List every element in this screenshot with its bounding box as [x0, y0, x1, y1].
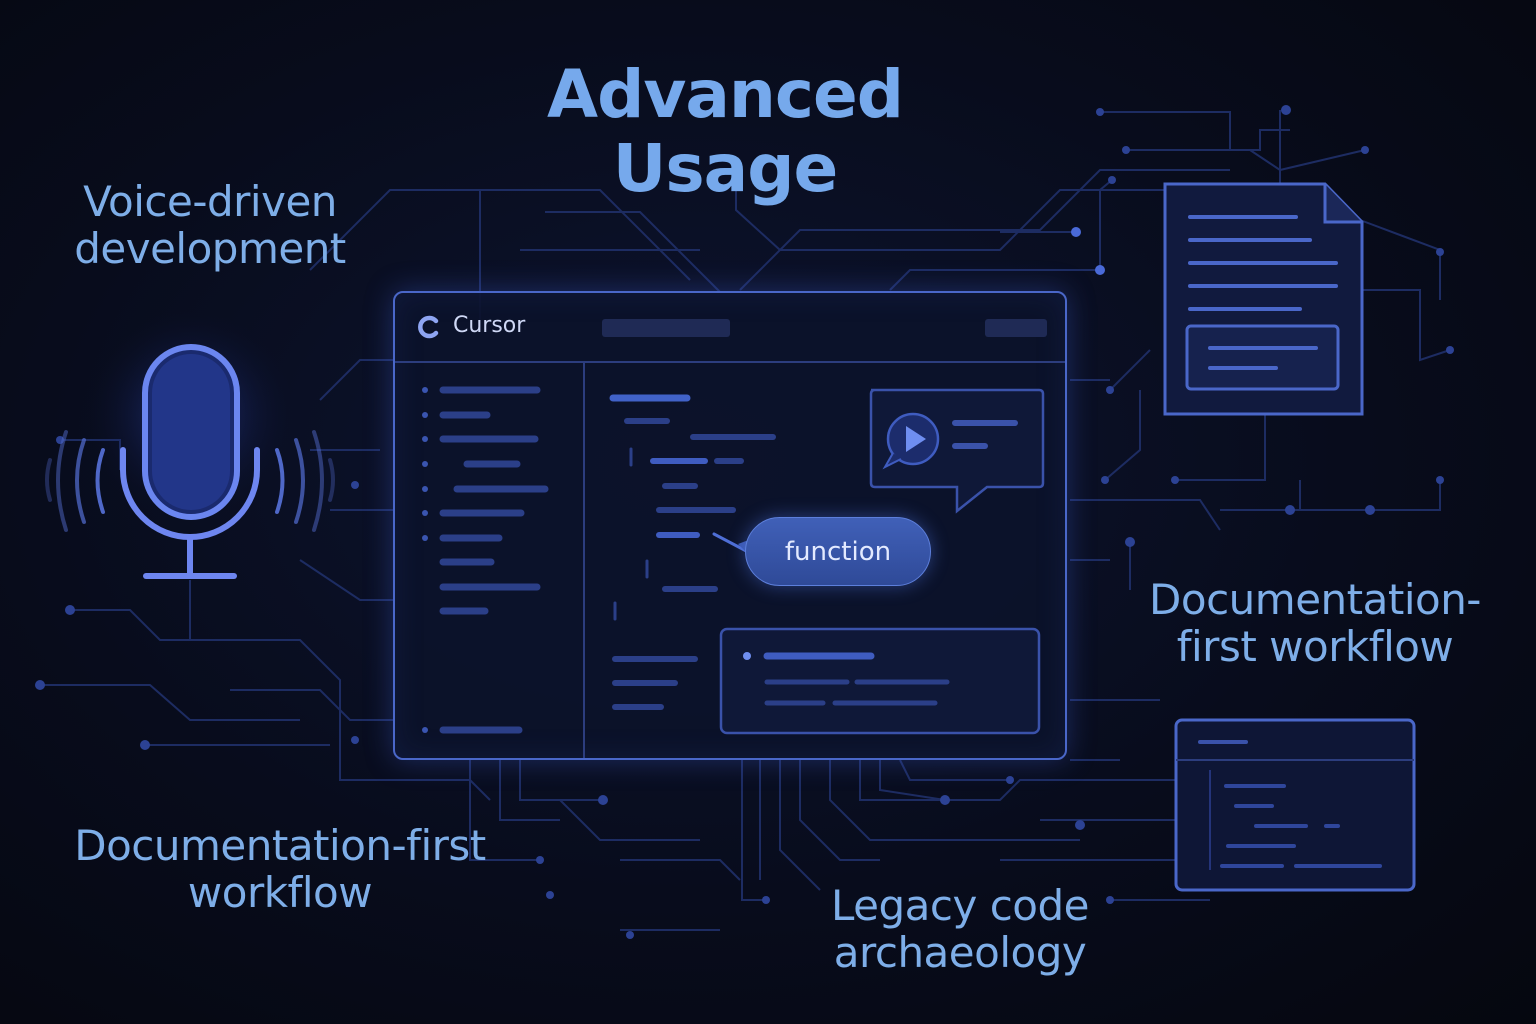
cursor-logo-icon: [418, 315, 439, 339]
label-line: Voice-driven: [83, 177, 337, 226]
label-line: development: [74, 224, 346, 274]
editor-window: Cursor: [393, 291, 1067, 760]
circuit-nodes: [35, 105, 1454, 939]
editor-content: [422, 386, 1045, 735]
label-line: archaeology: [833, 928, 1087, 978]
editor-titlebar: Cursor: [395, 293, 1065, 363]
page-title: Advanced Usage: [547, 56, 904, 207]
titlebar-placeholder: [985, 319, 1047, 337]
microphone-icon: [45, 310, 335, 579]
sidebar-rows: [422, 386, 549, 734]
output-panel: [719, 627, 1041, 735]
label-line: workflow: [187, 868, 373, 918]
label-legacy-code-archaeology: Legacy code archaeology: [790, 882, 1130, 976]
function-tooltip: function: [745, 517, 931, 586]
titlebar-placeholder: [602, 319, 730, 337]
play-icon: [882, 412, 940, 470]
label-voice-driven-development: Voice-driven development: [30, 178, 390, 272]
code-window-thumbnail: [1174, 718, 1416, 892]
label-line: Documentation-: [1149, 575, 1481, 624]
label-line: Documentation-first: [74, 821, 486, 870]
file-sidebar: [395, 361, 585, 758]
document-icon: [1163, 182, 1364, 416]
label-line: first workflow: [1176, 622, 1454, 672]
label-line: Legacy code: [831, 881, 1089, 930]
label-documentation-first-left: Documentation-first workflow: [40, 822, 520, 916]
video-message-bubble: [869, 388, 1045, 514]
app-name: Cursor: [453, 313, 526, 338]
label-documentation-first-right: Documentation- first workflow: [1130, 576, 1500, 670]
code-lines: [609, 394, 776, 710]
